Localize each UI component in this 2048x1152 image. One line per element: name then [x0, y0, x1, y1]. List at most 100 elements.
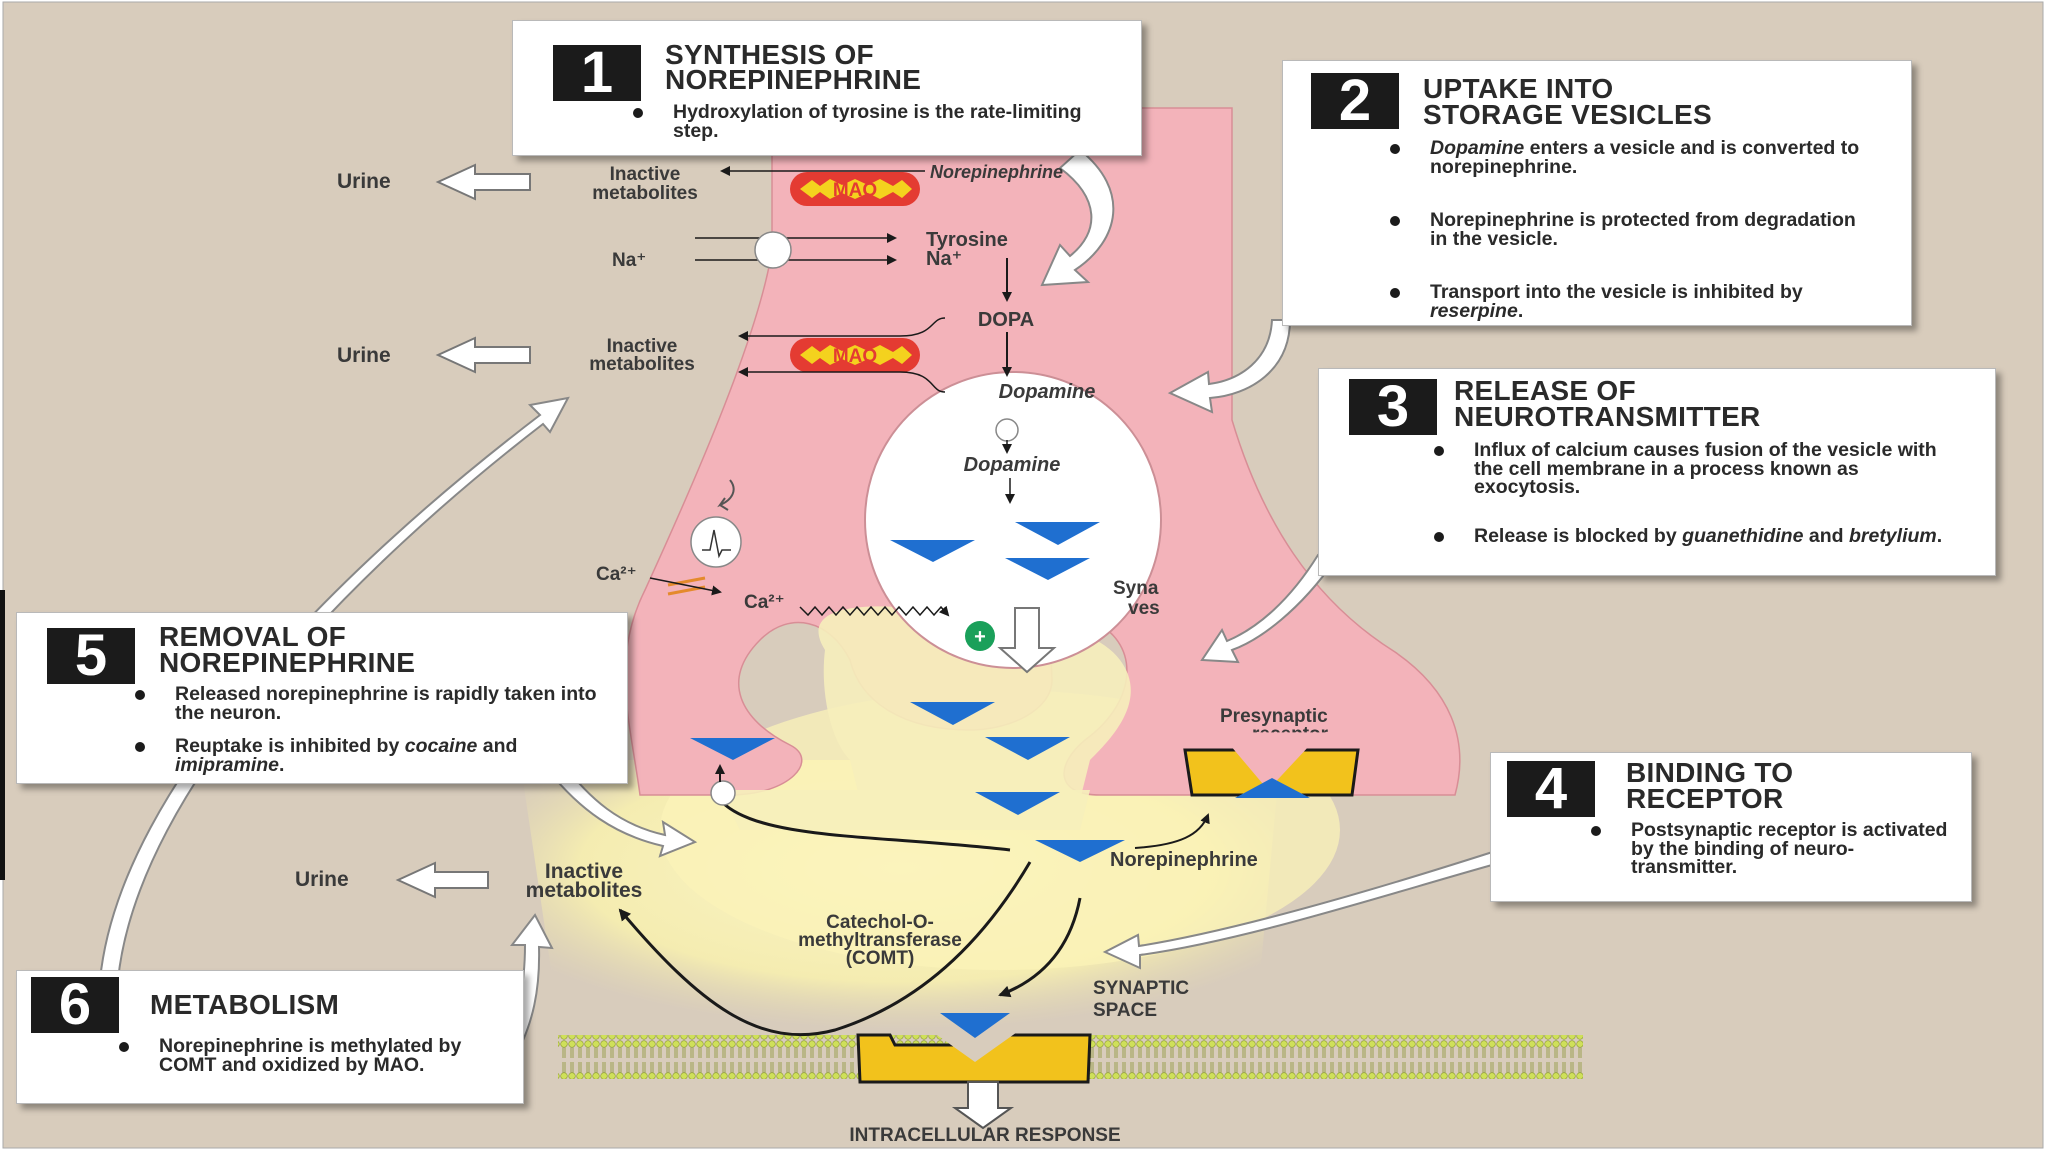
synaptic-space-label-1: SYNAPTIC	[1093, 978, 1189, 999]
arrow-comt	[618, 861, 1032, 1037]
box-3-bullet-2: Release is blocked by guanethidine and b…	[1434, 525, 1954, 547]
box-2-title-2: STORAGE VESICLES	[1423, 99, 1713, 130]
reuptake-arrow	[715, 788, 1011, 852]
box-2-bullet-3: Transport into the vesicle is inhibited …	[1390, 281, 1860, 322]
dopa-label: DOPA	[978, 309, 1034, 331]
callout-arrow-2	[1167, 319, 1292, 414]
ca-label-2: Ca²⁺	[744, 592, 785, 613]
box-4-title-2: RECEPTOR	[1626, 783, 1784, 814]
box-3-title-2: NEUROTRANSMITTER	[1454, 401, 1761, 432]
action-potential-arrow	[717, 479, 735, 511]
norepinephrine-bottom-label: Norepinephrine	[1110, 849, 1258, 871]
cleft-ne-3	[975, 792, 1060, 815]
arrow-dopamine-inactive	[738, 367, 946, 393]
vesicle-transporter	[995, 418, 1019, 442]
exocytosis-arrow	[997, 607, 1057, 674]
inactive-label-3b: metabolites	[526, 879, 643, 902]
synaptic-space-label-2: SPACE	[1093, 1000, 1157, 1021]
cleft-ne-2	[985, 737, 1070, 760]
box-4-bullet-1: Postsynaptic receptor is activated by th…	[1591, 820, 1951, 877]
mao-badge-1	[790, 172, 920, 206]
presynaptic-ne	[1235, 778, 1310, 798]
plus-label: +	[974, 626, 986, 648]
presynaptic-label: Presynaptic	[1220, 706, 1328, 727]
box-release: 3 RELEASE OF NEUROTRANSMITTER Influx of …	[1318, 368, 1996, 576]
box-binding: 4 BINDING TO RECEPTOR Postsynaptic recep…	[1490, 752, 1972, 902]
action-potential-icon	[702, 529, 731, 559]
callout-arrow-1	[1040, 148, 1115, 287]
box-3-title-1: RELEASE OF	[1454, 375, 1636, 406]
intracellular-label: INTRACELLULAR RESPONSE	[849, 1125, 1120, 1146]
box-2-bullet-1-em: Dopamine	[1430, 137, 1525, 159]
box-4-title-1: BINDING TO	[1626, 757, 1794, 788]
fusion-plus-badge	[965, 621, 995, 651]
inactive-label-1b: metabolites	[592, 183, 698, 204]
synaptic-vesicle-label-a: Syna	[1113, 578, 1159, 599]
callout-arrow-3	[1200, 553, 1337, 664]
box-5-title-2: NOREPINEPHRINE	[159, 647, 416, 678]
dopamine-label-1: Dopamine	[999, 381, 1096, 403]
box-metabolism: 6 METABOLISM Norepinephrine is methylate…	[16, 970, 524, 1104]
dopamine-label-2: Dopamine	[964, 454, 1061, 476]
box-3-bullet-2-em1: guanethidine	[1682, 525, 1804, 547]
urine-arrow-2	[435, 336, 531, 374]
left-edge-bar	[0, 590, 5, 880]
mao-badge-2	[790, 338, 920, 372]
receptor-bound-ne	[940, 1013, 1010, 1038]
box-3-number: 3	[1349, 378, 1437, 436]
box-1-title-2: NOREPINEPHRINE	[665, 64, 922, 95]
box-3-bullet-1: Influx of calcium causes fusion of the v…	[1434, 440, 1954, 497]
box-2-bullet-3-em: reserpine	[1430, 299, 1518, 322]
receptor-notch	[930, 1030, 1020, 1062]
comt-label-2: methyltransferase	[798, 930, 962, 951]
box-5-bullet-2-mid: and	[477, 735, 518, 757]
box-2-bullet-1: Dopamine enters a vesicle and is convert…	[1390, 137, 1860, 176]
box-2-bullet-3-text: Transport into the vesicle is inhibited …	[1430, 281, 1803, 303]
vesicle-ne-1	[890, 540, 975, 562]
reuptake-ne	[690, 738, 775, 760]
cleft-ne-1	[910, 702, 995, 725]
urine-label-2: Urine	[337, 344, 391, 367]
ca-label-1: Ca²⁺	[596, 564, 637, 585]
box-3-bullet-2-end: .	[1936, 525, 1943, 547]
box-2-title-1: UPTAKE INTO	[1423, 73, 1614, 104]
box-5-number: 5	[47, 627, 135, 685]
comt-label-1: Catechol-O-	[826, 912, 934, 933]
inactive-label-2a: Inactive	[607, 336, 678, 357]
presynaptic-notch	[1230, 745, 1310, 790]
cleft-ne-4	[1035, 840, 1125, 862]
inactive-label-2b: metabolites	[589, 354, 695, 375]
comt-label-3: (COMT)	[846, 948, 915, 969]
transporter	[754, 231, 792, 269]
box-2-bullet-2: Norepinephrine is protected from degrada…	[1390, 210, 1860, 248]
arrow-calcium	[649, 577, 722, 596]
synaptic-vesicle-label-b: ves	[1128, 598, 1160, 619]
box-uptake: 2 UPTAKE INTO STORAGE VESICLES Dopamine …	[1282, 60, 1912, 326]
urine-arrow-3	[395, 861, 489, 899]
box-1-bullet-1: Hydroxylation of tyrosine is the rate-li…	[633, 102, 1113, 140]
box-3-bullet-2-text: Release is blocked by	[1474, 525, 1683, 547]
box-6-bullet-1: Norepinephrine is methylated by COMT and…	[119, 1036, 489, 1074]
calcium-signal-zigzag	[799, 605, 950, 617]
box-5-bullet-1: Released norepinephrine is rapidly taken…	[135, 684, 615, 722]
inactive-label-3a: Inactive	[545, 860, 623, 883]
mao-label-1: MAO	[833, 180, 877, 201]
urine-arrow-1	[435, 163, 531, 201]
box-5-bullet-2-end: .	[279, 753, 285, 776]
arrow-to-presynaptic-receptor	[1134, 813, 1210, 849]
arrow-dopa-inactive	[738, 317, 946, 341]
inactive-label-1a: Inactive	[610, 164, 681, 185]
arrow-ne-to-postsynaptic	[998, 897, 1082, 998]
box-5-title-1: REMOVAL OF	[159, 621, 347, 652]
na-right-label: Na⁺	[926, 248, 962, 270]
na-left-label: Na⁺	[612, 250, 646, 271]
tyrosine-label: Tyrosine	[926, 229, 1008, 251]
box-1-number: 1	[553, 44, 641, 102]
urine-label-1: Urine	[337, 170, 391, 193]
box-6-number: 6	[31, 976, 119, 1034]
box-1-title-1: SYNTHESIS OF	[665, 39, 874, 70]
urine-label-3: Urine	[295, 868, 349, 891]
box-5-bullet-2-em1: cocaine	[404, 735, 478, 757]
vesicle-ne-2	[1015, 522, 1100, 545]
